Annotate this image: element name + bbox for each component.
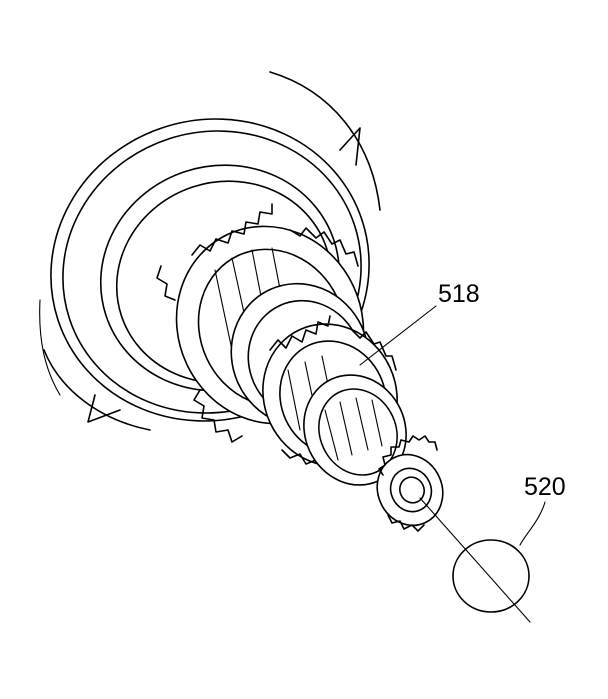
thrust-washer: [452, 539, 530, 613]
inner-spline: [303, 374, 407, 486]
callout-label-518: 518: [438, 280, 480, 308]
callout-leaders: [359, 305, 546, 546]
callout-label-520: 520: [524, 473, 566, 501]
shaft-tip-gear: [376, 435, 444, 532]
center-axis-line: [419, 497, 531, 623]
